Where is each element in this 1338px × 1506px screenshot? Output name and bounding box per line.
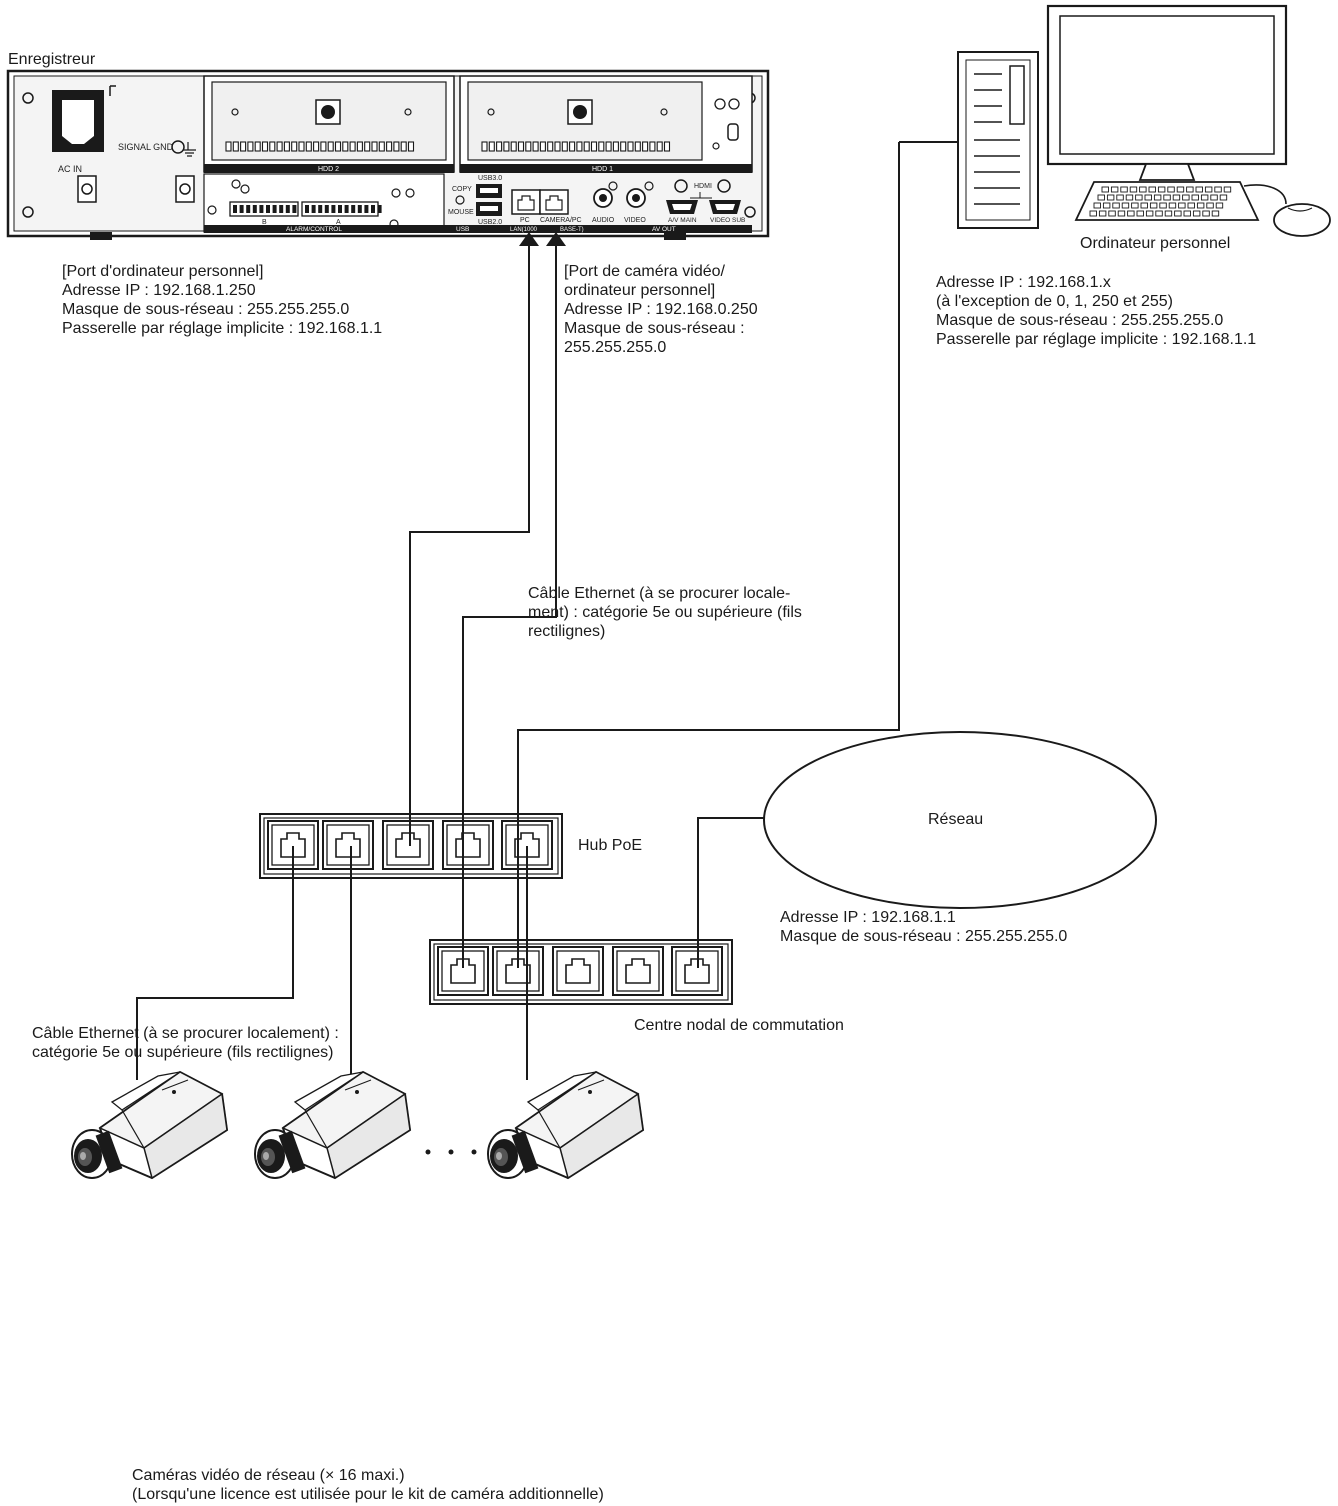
video-label: VIDEO: [624, 217, 646, 224]
pc-port-info: [Port d'ordinateur personnel] Adresse IP…: [62, 262, 382, 338]
mouse-icon: [1273, 203, 1331, 237]
personal-computer: [957, 4, 1331, 237]
copy-label: COPY: [452, 186, 472, 193]
usb20-label: USB2.0: [478, 219, 502, 226]
pc-port-arrow-icon: [519, 232, 539, 246]
alarm-control-label: ALARM/CONTROL: [286, 226, 342, 233]
computer-info: Adresse IP : 192.168.1.x (à l'exception …: [936, 273, 1256, 349]
pc-port-line: Adresse IP : 192.168.1.250: [62, 282, 256, 299]
cable-poe-to-camera-1: [136, 846, 294, 1080]
camera-pc-lan-port: [539, 189, 569, 215]
cable-top-line: rectilignes): [528, 623, 606, 640]
hdd1-slots: [481, 141, 671, 152]
pc-port-line: Masque de sous-réseau : 255.255.255.0: [62, 301, 350, 318]
ground-icon: [183, 142, 196, 157]
alarm-a-label: A: [336, 219, 341, 226]
mouse-label: MOUSE: [448, 209, 474, 216]
cable-computer-to-switch: [517, 141, 958, 968]
av-main-label: A/V MAIN: [668, 217, 697, 224]
camera-port-line: ordinateur personnel]: [564, 282, 716, 299]
computer-line: Adresse IP : 192.168.1.x: [936, 274, 1111, 291]
cameras-line: (Lorsqu'une licence est utilisée pour le…: [132, 1486, 604, 1503]
cable-bottom-line: Câble Ethernet (à se procurer localement…: [32, 1025, 339, 1042]
cables: [136, 141, 958, 1080]
cable-camera-port-to-switch: [462, 246, 557, 968]
av-out-panel: AUDIO VIDEO HDMI A/V MAIN VIDEO SUB AV O…: [588, 179, 752, 233]
recorder-device: AC IN SIGNAL GND HDD 2 HDD 1: [6, 69, 770, 246]
av-out-label: AV OUT: [652, 226, 676, 233]
switching-hub: [429, 939, 733, 1005]
network-ellipse: [763, 731, 1157, 909]
camera-port-line: 255.255.255.0: [564, 339, 667, 356]
cable-network-to-switch: [697, 817, 765, 968]
network-line: Masque de sous-réseau : 255.255.255.0: [780, 928, 1068, 945]
signal-gnd-label: SIGNAL GND: [118, 142, 174, 152]
cameras-info: Caméras vidéo de réseau (× 16 maxi.) (Lo…: [132, 1466, 604, 1504]
camera-2-icon: [254, 1071, 411, 1179]
pc-port-line: [Port d'ordinateur personnel]: [62, 263, 264, 280]
camera-pc-port-label: CAMERA/PC: [540, 217, 582, 224]
ellipsis-dots: [425, 1149, 477, 1155]
video-sub-label: VIDEO SUB: [710, 217, 745, 224]
cable-pc-port-to-poe: [409, 246, 530, 846]
usb30-label: USB3.0: [478, 175, 502, 182]
switch-hub-label: Centre nodal de commutation: [634, 1017, 844, 1034]
hdd2-label: HDD 2: [318, 166, 339, 173]
camera-port-arrow-icon: [546, 232, 566, 246]
camera-port-line: Masque de sous-réseau :: [564, 320, 745, 337]
camera-port-line: [Port de caméra vidéo/: [564, 263, 725, 280]
hdmi-label: HDMI: [694, 183, 712, 190]
ac-in-label: AC IN: [58, 164, 82, 174]
cable-bottom-line: catégorie 5e ou supérieure (fils rectili…: [32, 1044, 334, 1061]
computer-label: Ordinateur personnel: [1080, 235, 1231, 252]
poe-hub-label: Hub PoE: [578, 837, 643, 854]
keyboard-keys: [1089, 186, 1232, 217]
hdd2-slots: [225, 141, 415, 152]
computer-line: Passerelle par réglage implicite : 192.1…: [936, 331, 1257, 348]
pc-port-label: PC: [520, 217, 530, 224]
network-label: Réseau: [928, 811, 984, 828]
computer-line: (à l'exception de 0, 1, 250 et 255): [936, 293, 1173, 310]
computer-line: Masque de sous-réseau : 255.255.255.0: [936, 312, 1224, 329]
cable-top-info: Câble Ethernet (à se procurer locale- me…: [528, 584, 802, 641]
cable-bottom-info: Câble Ethernet (à se procurer localement…: [32, 1024, 339, 1062]
base-t-label: BASE-T): [560, 227, 584, 233]
audio-label: AUDIO: [592, 217, 615, 224]
cameras-line: Caméras vidéo de réseau (× 16 maxi.): [132, 1467, 405, 1484]
lan-ports: PC CAMERA/PC LAN(1000 BASE-T): [508, 189, 588, 246]
network-line: Adresse IP : 192.168.1.1: [780, 909, 956, 926]
cable-top-line: ment) : catégorie 5e ou supérieure (fils: [528, 604, 802, 621]
pc-port-line: Passerelle par réglage implicite : 192.1…: [62, 320, 383, 337]
usb-label: USB: [456, 226, 469, 233]
alarm-b-label: B: [262, 219, 267, 226]
hdd1-label: HDD 1: [592, 166, 613, 173]
lan-1000-label: LAN(1000: [510, 227, 538, 233]
camera-1-icon: [71, 1071, 228, 1179]
network-info: Adresse IP : 192.168.1.1 Masque de sous-…: [780, 908, 1067, 946]
alarm-terminals: [233, 205, 382, 213]
camera-port-info: [Port de caméra vidéo/ ordinateur person…: [564, 262, 758, 357]
camera-3-icon: [487, 1071, 644, 1179]
cable-top-line: Câble Ethernet (à se procurer locale-: [528, 585, 791, 602]
camera-port-line: Adresse IP : 192.168.0.250: [564, 301, 758, 318]
ground-screw-icon: [171, 140, 185, 154]
recorder-title: Enregistreur: [8, 51, 96, 68]
